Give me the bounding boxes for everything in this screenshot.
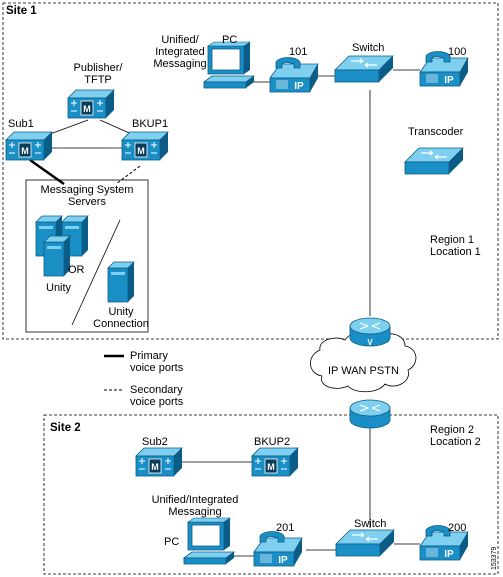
phone-201-label: 201 [276, 522, 295, 534]
publisher-server-icon [67, 89, 115, 119]
publisher-label: Publisher/TFTP [73, 62, 123, 86]
messaging-system-box [25, 179, 149, 333]
router-v-label: V [367, 338, 373, 347]
unity-server-icon [43, 235, 71, 277]
pc-site2-label: PC [164, 536, 180, 548]
phone-100-label: 100 [448, 46, 467, 58]
unity-label: Unity [46, 282, 72, 294]
site2-boundary [43, 414, 499, 575]
phone-201-icon [253, 531, 303, 567]
figure-id: 153379 [491, 546, 498, 570]
unity-connection-server-icon [107, 261, 135, 303]
primary-voice-port-link [29, 158, 65, 186]
phone-101-label: 101 [289, 46, 308, 58]
sub2-label: Sub2 [142, 436, 168, 448]
wan-label: IP WAN PSTN [328, 365, 399, 377]
sub1-label: Sub1 [8, 118, 34, 130]
pc-site2-icon [183, 517, 235, 565]
bkup1-server-icon [121, 131, 169, 161]
site2-title: Site 2 [50, 422, 81, 434]
switch-site2-icon [335, 529, 395, 557]
router-site2-icon [349, 399, 391, 429]
site1-title: Site 1 [6, 5, 37, 17]
pc-site1-label: PC [222, 34, 238, 46]
bkup2-label: BKUP2 [254, 436, 291, 448]
sub1-server-icon [5, 131, 53, 161]
secondary-voice-port-link [115, 165, 141, 185]
or-label: OR [68, 264, 85, 276]
transcoder-label: Transcoder [408, 126, 464, 138]
switch-site1-icon [334, 55, 394, 83]
sub2-server-icon [135, 447, 183, 477]
phone-101-icon [269, 57, 319, 93]
site1-boundary [2, 2, 499, 340]
switch-site1-label: Switch [352, 42, 385, 54]
phone-200-label: 200 [448, 522, 467, 534]
transcoder-icon [404, 147, 464, 175]
bkup1-label: BKUP1 [132, 118, 169, 130]
switch-site2-label: Switch [354, 518, 387, 530]
bkup2-server-icon [251, 447, 299, 477]
